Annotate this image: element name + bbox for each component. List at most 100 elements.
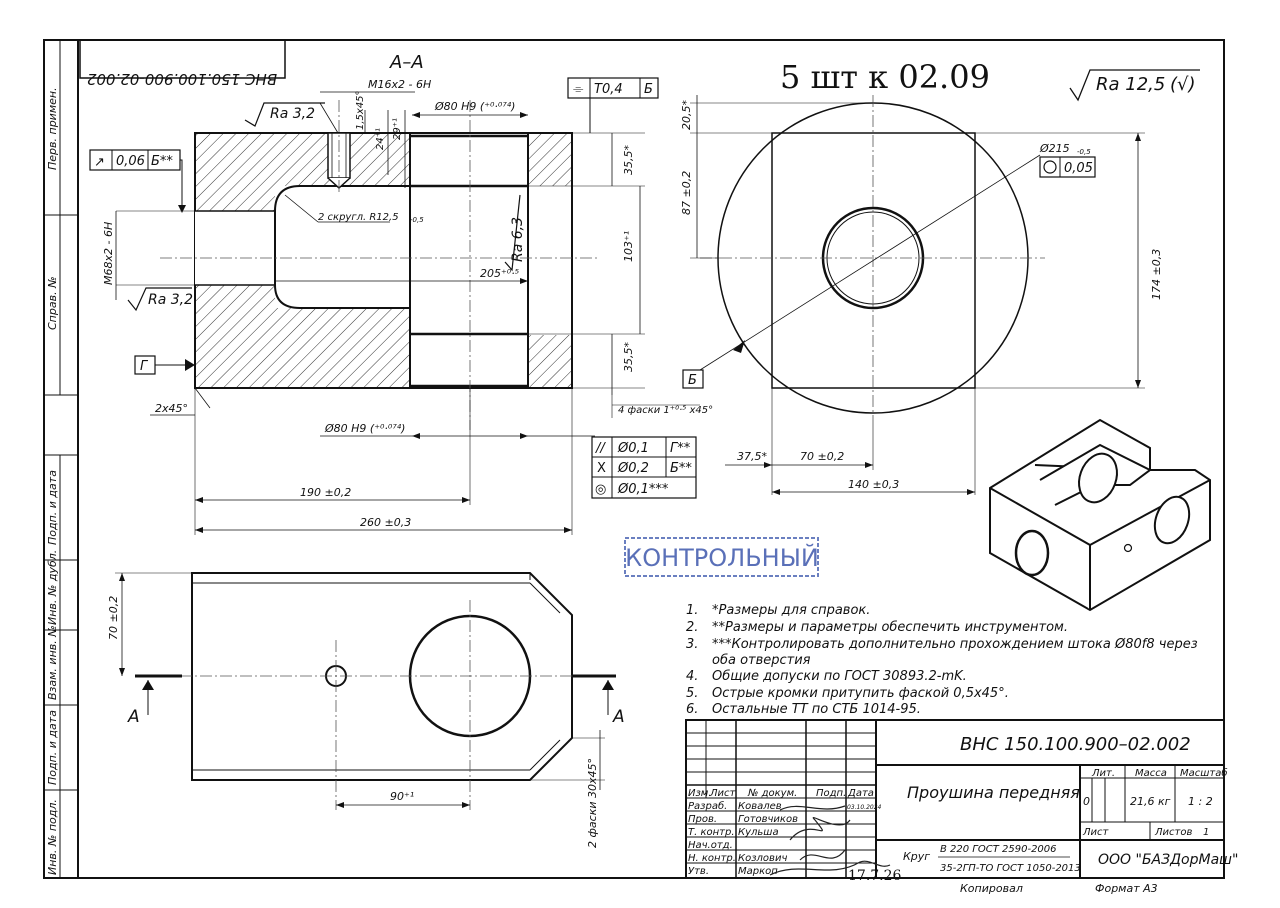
bore-bottom-label: Ø80 H9 (⁺⁰·⁰⁷⁴) — [324, 422, 405, 435]
dim-90: 90⁺¹ — [390, 790, 414, 803]
chamfer-30-note: 2 фаски 30х45° — [586, 758, 599, 848]
plan-view — [180, 572, 615, 810]
sheet-frame — [43, 39, 1225, 879]
dim-35-top: 35,5* — [622, 145, 635, 175]
signature-date: 17.7.26 — [848, 868, 902, 884]
section-view — [160, 100, 600, 430]
dim-260: 260 ±0,3 — [360, 516, 411, 529]
role-label: Пров. — [688, 814, 717, 825]
roughness-left: Ra 3,2 — [148, 292, 193, 308]
dim-215: Ø215 — [1039, 142, 1070, 155]
symmetry-icon: ⌯ — [573, 82, 584, 97]
role-label: Н. контр. — [688, 853, 736, 864]
role-label: Разраб. — [688, 800, 727, 812]
svg-text:Листов: Листов — [1154, 827, 1192, 838]
svg-text:Формат А3: Формат А3 — [1095, 882, 1158, 895]
note-text: **Размеры и параметры обеспечить инструм… — [712, 620, 1068, 635]
material-line-1: В 220 ГОСТ 2590-2006 — [940, 844, 1057, 855]
fcf-row: X Ø0,2 Б** — [597, 461, 692, 476]
runout-icon: ↗ — [94, 155, 105, 170]
dim-190: 190 ±0,2 — [300, 486, 351, 499]
runout-tolerance-frame: ↗ 0,06 Б** — [89, 149, 186, 213]
svg-text:1: 1 — [1203, 827, 1209, 838]
role-name: Ковалев — [738, 801, 782, 812]
label-vzam-inv: Взам. инв. № — [46, 625, 59, 700]
roughness-general: Ra 12,5 — [1096, 74, 1165, 95]
bore-top-label: Ø80 H9 (⁺⁰·⁰⁷⁴) — [434, 100, 515, 113]
svg-text:3.: 3. — [686, 637, 698, 652]
svg-text:Копировал: Копировал — [960, 882, 1023, 895]
svg-text:Масса: Масса — [1135, 768, 1167, 779]
svg-text:-0,5: -0,5 — [1077, 148, 1091, 156]
role-name: Готовчиков — [738, 814, 798, 825]
control-stamp: КОНТРОЛЬНЫЙ — [625, 543, 819, 572]
company-name: ООО "БАЗДорМаш" — [1098, 852, 1238, 868]
roundness-icon — [1043, 160, 1057, 174]
note-text: *Размеры для справок. — [712, 603, 870, 618]
svg-text:Г**: Г** — [670, 441, 691, 456]
role-name: Кульша — [738, 827, 779, 838]
note-text: Остальные ТТ по СТБ 1014-95. — [712, 702, 921, 717]
svg-text:4.: 4. — [686, 669, 698, 684]
dim-174: 174 ±0,3 — [1150, 249, 1163, 300]
fcf-row: // Ø0,1 Г** — [595, 441, 691, 456]
svg-text:Лист: Лист — [709, 788, 737, 799]
dim-20-5: 20,5* — [680, 100, 693, 130]
handwritten-quantity-note: 5 шт к 02.09 — [780, 58, 990, 96]
cut-label-right: А — [612, 707, 625, 727]
side-view — [700, 95, 1045, 420]
svg-text:Ø0,1***: Ø0,1*** — [617, 482, 669, 497]
designation: ВНС 150.100.900–02.002 — [960, 734, 1191, 755]
dim-87: 87 ±0,2 — [680, 171, 693, 215]
scale-value: 1 : 2 — [1188, 795, 1213, 808]
chamfer-note: 4 фаски 1⁺⁰·⁵ х45° — [618, 405, 713, 416]
note-text: оба отверстия — [712, 653, 811, 668]
note-text: Общие допуски по ГОСТ 30893.2-mK. — [712, 669, 967, 684]
dim-37-5: 37,5* — [737, 450, 767, 463]
roughness-left-icon — [127, 287, 192, 312]
roughness-mid-icon — [504, 194, 521, 272]
label-sprav-no: Справ. № — [46, 276, 59, 330]
mirrored-code: ВНС 150.100.900-02.002 — [87, 70, 277, 88]
svg-text:0,06: 0,06 — [116, 154, 145, 169]
material-line-2: 35-2ГП-ТО ГОСТ 1050-2013 — [940, 863, 1081, 874]
svg-text:Изм.: Изм. — [688, 788, 712, 799]
svg-text:Ø0,1: Ø0,1 — [617, 441, 649, 456]
svg-text:Б**: Б** — [670, 461, 692, 476]
svg-text:6.: 6. — [686, 702, 698, 717]
section-label: А–А — [389, 52, 424, 73]
datum-g: Г — [140, 359, 149, 374]
fillet-note: 2 скругл. R12,5 — [318, 212, 399, 223]
thread-m68-label: M68x2 - 6H — [102, 222, 115, 285]
label-perv-primen: Перв. примен. — [46, 87, 59, 170]
svg-text:2.: 2. — [686, 620, 698, 635]
intersection-icon: X — [597, 461, 606, 476]
svg-text:Б**: Б** — [151, 154, 173, 169]
datum-b-box — [682, 369, 704, 389]
role-name: Маркоп — [738, 866, 778, 877]
dim-140: 140 ±0,3 — [848, 478, 899, 491]
technical-notes: 1. *Размеры для справок. 2. **Размеры и … — [686, 603, 1198, 717]
label-podp-data-1: Подп. и дата — [46, 470, 59, 545]
dim-35-bottom: 35,5* — [622, 342, 635, 372]
roughness-top: Ra 3,2 — [270, 106, 315, 122]
part-name: Проушина передняя — [907, 783, 1080, 802]
chamfer-small-label: 1,5x45° — [355, 90, 366, 130]
dim-205: 205⁺⁰·⁵ — [480, 267, 519, 280]
dim-70-vertical: 70 ±0,2 — [107, 596, 120, 640]
role-label: Т. контр. — [688, 827, 735, 838]
roundness-tolerance-frame: 0,05 — [1039, 156, 1096, 178]
svg-text:Лист: Лист — [1082, 827, 1110, 838]
fcf-row: ◎ Ø0,1*** — [595, 482, 669, 497]
roughness-top-icon — [244, 102, 325, 127]
svg-text:Подп.: Подп. — [816, 788, 846, 799]
depth-24-label: 24⁺¹ — [375, 128, 386, 150]
note-text: Острые кромки притупить фаской 0,5х45°. — [712, 686, 1009, 701]
symmetry-tolerance-frame: ⌯ T0,4 Б — [567, 77, 659, 133]
note-text: ***Контролировать дополнительно прохожде… — [712, 637, 1198, 652]
cut-label-left: А — [127, 707, 140, 727]
roughness-mid: Ra 6,3 — [510, 217, 526, 262]
role-label: Нач.отд. — [688, 840, 733, 851]
